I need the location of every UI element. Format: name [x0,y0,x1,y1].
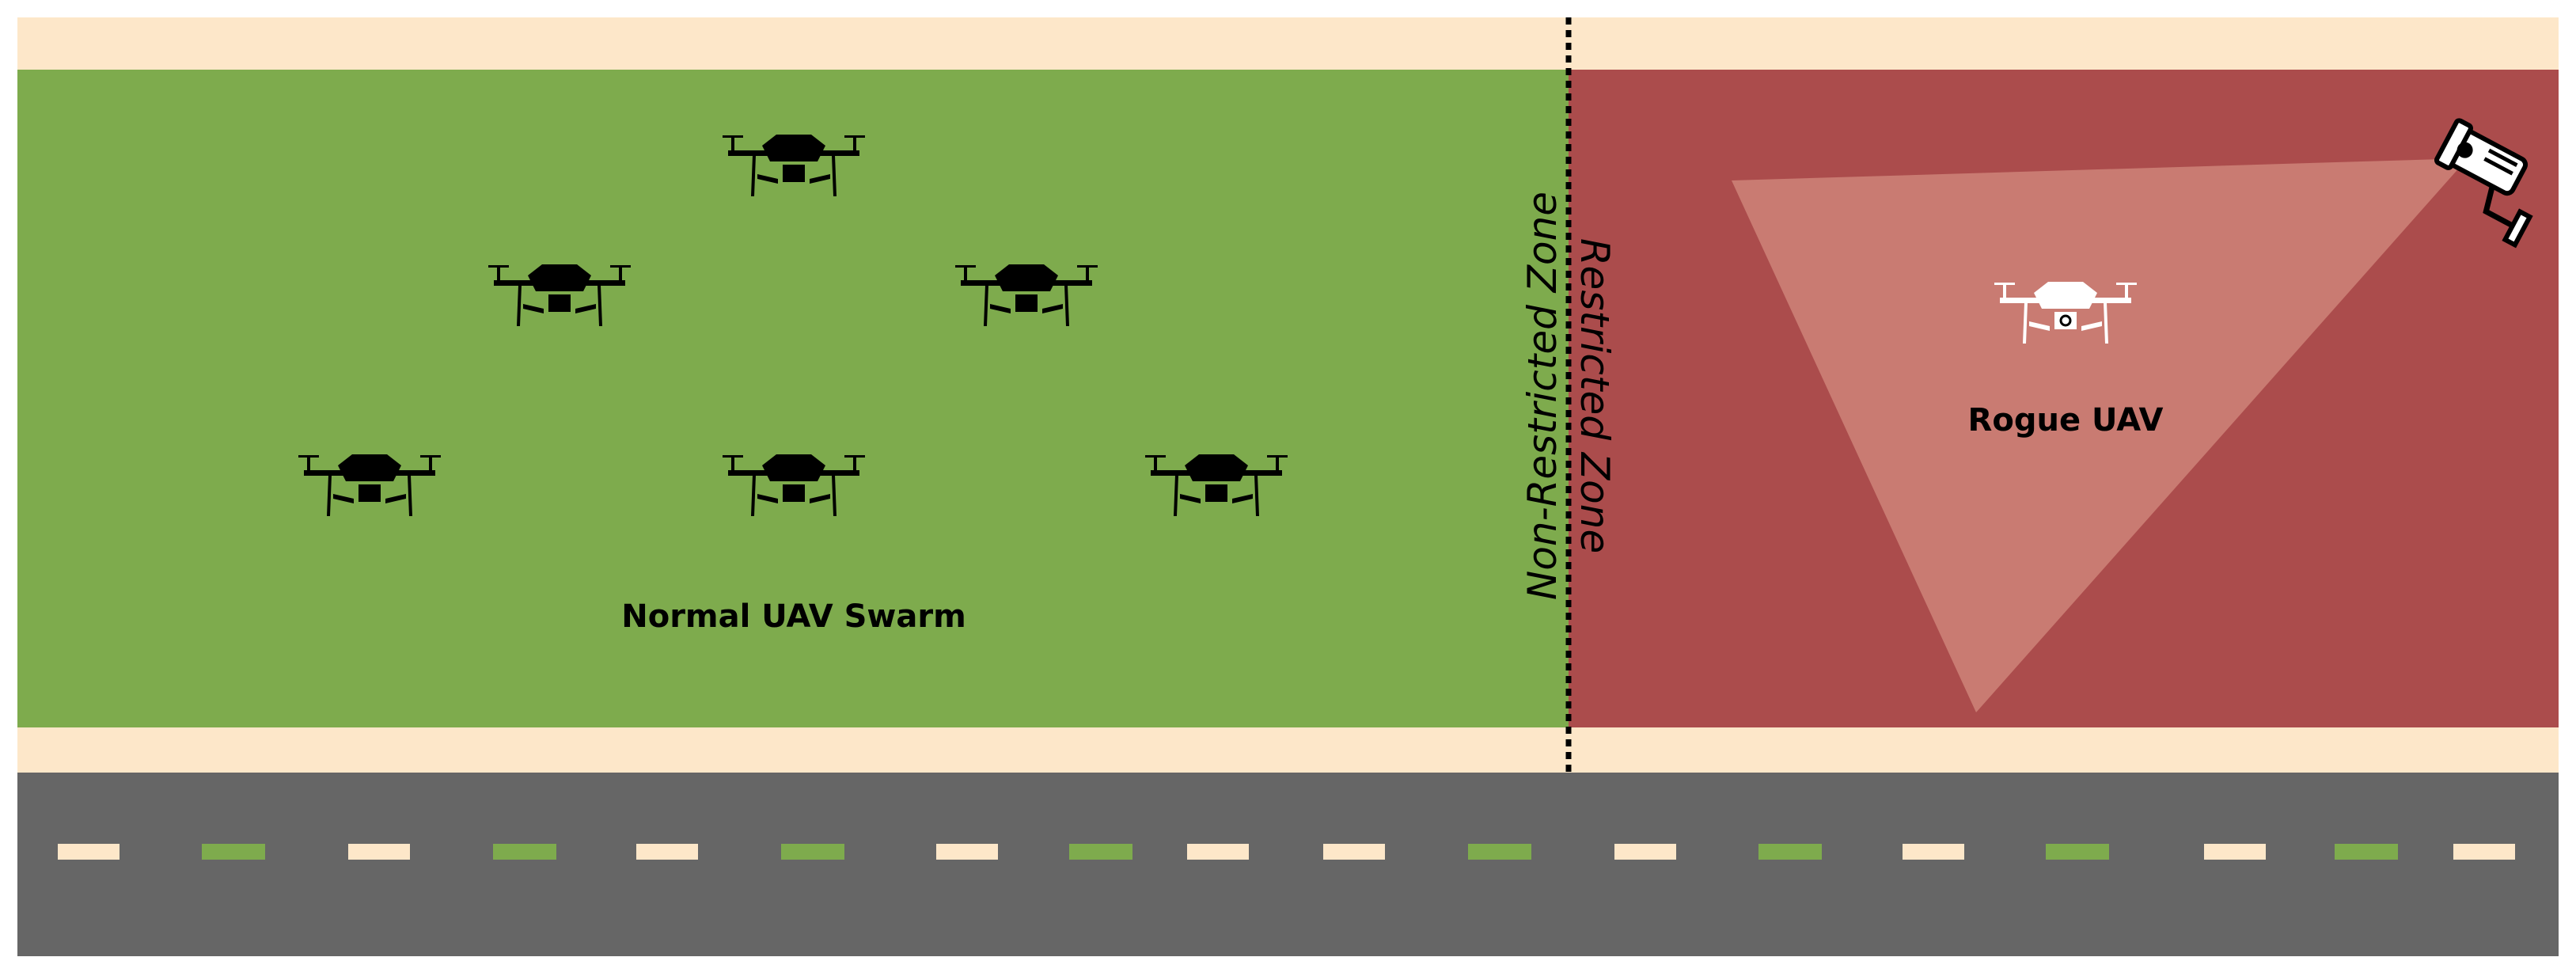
road-dash [1614,844,1676,860]
rogue-uav-label: Rogue UAV [1968,402,2164,439]
road-dash [348,844,410,860]
camera-view-cone [1732,158,2468,712]
camera-lens [2456,142,2473,158]
restricted-zone-label: Restricted Zone [1572,238,1618,553]
road-dash [636,844,698,860]
road [17,773,2559,956]
road-dash [58,844,120,860]
road-dash [1758,844,1822,860]
road-dash [936,844,998,860]
camera-stripe [2483,157,2513,176]
road-dash [1468,844,1531,860]
road-dash [2453,844,2515,860]
camera-stripe [2487,148,2518,167]
swarm-label: Normal UAV Swarm [621,598,966,635]
road-dash [1323,844,1385,860]
road-dash [1187,844,1249,860]
security-camera-icon [2434,118,2533,249]
bottom-border-strip [17,727,2559,773]
camera-wall-plate [2502,208,2533,249]
road-dash [1903,844,1964,860]
road-dash [2204,844,2266,860]
non-restricted-zone-label: Non-Restricted Zone [1519,192,1565,600]
road-dash [781,844,844,860]
road-dash [202,844,265,860]
camera-mount [2483,185,2517,230]
road-dash [493,844,556,860]
road-dashes [58,844,2515,860]
top-border-strip [17,17,2559,71]
road-dash [2335,844,2398,860]
road-dash [1069,844,1132,860]
road-dash [2046,844,2109,860]
